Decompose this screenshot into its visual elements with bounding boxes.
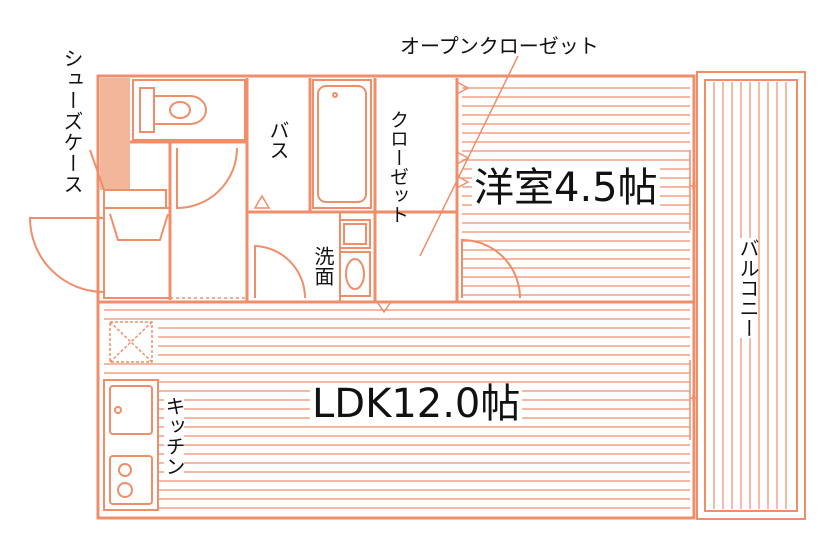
balcony-windows [689, 150, 698, 440]
open-closet-leader [419, 55, 519, 257]
closet-label: クローゼット [387, 110, 409, 224]
refrigerator-space [109, 321, 153, 363]
washroom-door-swing [254, 244, 306, 299]
shoe-case-label: シューズケース [60, 48, 84, 195]
toilet-door-swing [176, 147, 238, 210]
ldk-label: LDK12.0帖 [310, 381, 523, 427]
washbasin-fixture [339, 219, 371, 297]
entrance-door-swing [28, 217, 105, 293]
kitchen-counter [103, 379, 159, 511]
entry-shaded-area [100, 78, 130, 190]
open-closet-label: オープンクローゼット [400, 34, 599, 58]
western-door-swing [461, 238, 521, 299]
toilet-fixture [132, 79, 246, 141]
bath-door-marker [253, 194, 271, 209]
western-room-label: 洋室4.5帖 [472, 165, 660, 211]
washroom-label: 洗面 [311, 246, 335, 286]
shoe-case-fixture [89, 149, 171, 299]
outer-walls [96, 71, 806, 520]
kitchen-label: キッチン [162, 396, 186, 476]
bath-label: バス [266, 120, 290, 160]
balcony-label: バルコニー [736, 238, 760, 338]
bathtub-fixture [312, 79, 372, 209]
